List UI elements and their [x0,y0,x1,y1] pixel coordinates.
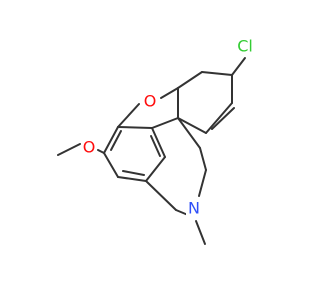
bond-line [151,117,179,129]
double-bond-line [110,130,122,151]
ether-oxygen-label: O [144,92,157,111]
bond-line [145,156,166,182]
atom-labels: Cl O O N [81,36,258,218]
methoxy-oxygen-label: O [83,138,96,157]
methoxy-oxygen-atom: O [81,137,97,157]
bond-line [195,220,206,245]
bond-line [117,176,147,182]
bond-line [151,127,166,158]
bond-line [198,169,207,197]
bond-line [145,180,177,211]
double-bond-line [122,170,145,176]
double-bond-line [150,135,161,157]
bond-line [201,71,233,76]
bond-line [199,147,207,171]
molecule-structure: Cl O O N [57,36,258,245]
bond-line [177,71,203,89]
bond-line [57,143,81,156]
bond-line [103,126,119,154]
bond-line [117,126,153,129]
bond-line [97,149,105,154]
bond-line [160,87,179,99]
chlorine-label: Cl [237,37,253,56]
double-bond-line [211,107,235,130]
bond-line [231,57,246,76]
bond-line [177,117,201,149]
amine-nitrogen-label: N [188,199,200,218]
bond-lines [57,57,246,245]
chlorine-atom: Cl [232,36,258,56]
bond-line [177,117,207,134]
bond-line [103,152,119,178]
amine-nitrogen-atom: N [186,198,202,218]
bond-line [117,103,140,128]
ether-oxygen-atom: O [142,91,158,111]
bond-line [205,102,233,134]
